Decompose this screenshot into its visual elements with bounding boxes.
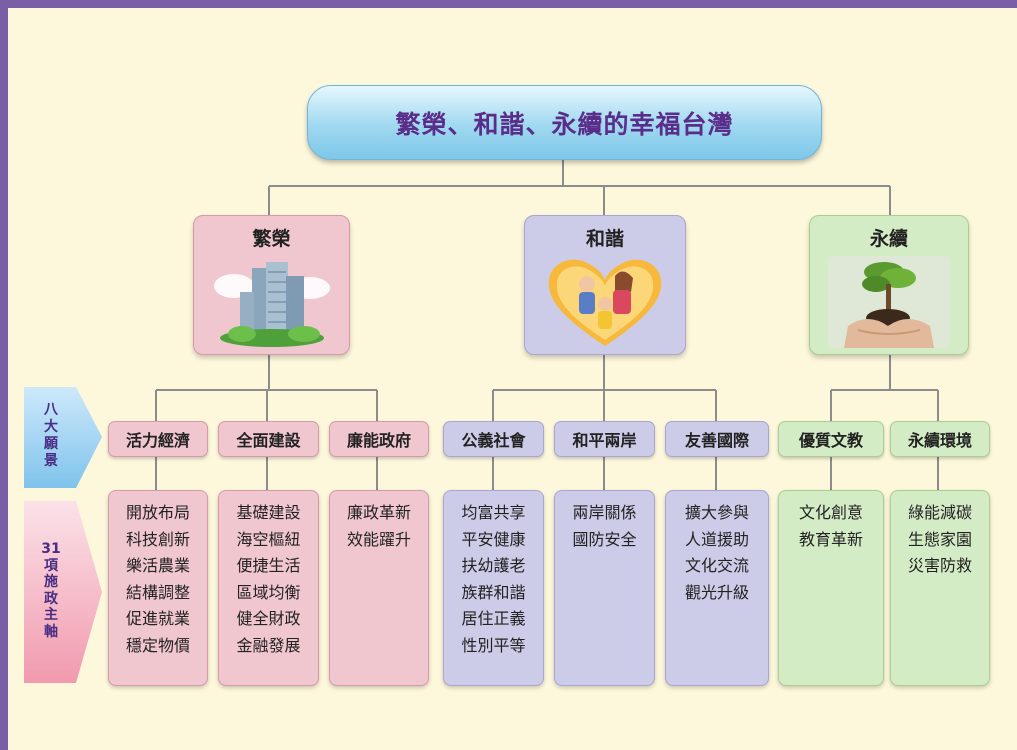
category-name: 公義社會 [461, 431, 526, 450]
policy-item: 效能躍升 [346, 529, 411, 549]
policy-item: 金融發展 [236, 635, 301, 655]
policy-item: 兩岸關係 [572, 503, 637, 522]
category-name: 和平兩岸 [572, 431, 637, 450]
policy-item: 區域均衡 [236, 582, 301, 602]
policy-item: 樂活農業 [125, 556, 190, 575]
root-title: 繁榮、和諧、永續的幸福台灣 [395, 109, 734, 139]
vision-title: 和諧 [585, 228, 624, 250]
policy-item: 開放布局 [125, 503, 190, 522]
policy-item: 性別平等 [461, 635, 526, 655]
category-name: 優質文教 [798, 431, 863, 450]
policy-item: 族群和諧 [461, 582, 526, 602]
category-name: 永續環境 [907, 431, 972, 450]
policy-column: 廉政革新 效能躍升 [329, 490, 429, 686]
policy-item: 生態家園 [907, 529, 972, 549]
policy-item: 災害防救 [907, 556, 972, 575]
policy-item: 結構調整 [125, 582, 190, 602]
policy-item: 海空樞紐 [236, 529, 301, 549]
hands-holding-tree-photo [828, 256, 950, 348]
category-header: 公義社會 [443, 421, 544, 457]
arrow-shape [24, 501, 102, 683]
policy-item: 便捷生活 [236, 556, 301, 575]
policy-item: 觀光升級 [684, 582, 749, 602]
policy-item: 文化創意 [798, 503, 863, 522]
policy-column: 開放布局 科技創新 樂活農業 結構調整 促進就業 穩定物價 [108, 490, 208, 686]
policy-item: 平安健康 [461, 529, 526, 549]
category-header: 永續環境 [890, 421, 990, 457]
vision-title: 繁榮 [252, 228, 291, 250]
category-header: 活力經濟 [108, 421, 208, 457]
policy-column: 均富共享 平安健康 扶幼護老 族群和諧 居住正義 性別平等 [443, 490, 544, 686]
side-char: 八 [44, 402, 58, 418]
policy-item: 廉政革新 [346, 503, 411, 522]
category-name: 全面建設 [236, 431, 301, 450]
side-char: 大 [44, 419, 58, 435]
side-char: 願 [44, 436, 58, 452]
side-char: 施 [44, 574, 58, 590]
arrow-shape [24, 387, 102, 488]
side-char: 項 [44, 557, 58, 574]
category-name: 友善國際 [684, 431, 749, 450]
policy-item: 穩定物價 [125, 635, 190, 655]
policy-column: 擴大參與 人道援助 文化交流 觀光升級 [665, 490, 769, 686]
policy-item: 國防安全 [572, 529, 637, 549]
city-buildings-illustration [212, 256, 331, 348]
category-name: 活力經濟 [125, 431, 190, 450]
policy-item: 基礎建設 [236, 503, 301, 522]
category-name: 廉能政府 [346, 431, 411, 450]
policy-item: 人道援助 [684, 529, 749, 549]
side-char: 景 [44, 453, 58, 469]
policy-item: 均富共享 [461, 503, 526, 522]
side-char: 政 [44, 590, 58, 607]
category-header: 廉能政府 [329, 421, 429, 457]
vision-title: 永續 [869, 228, 908, 250]
policy-item: 教育革新 [798, 529, 863, 549]
vision-card-sustainability: 永續 [809, 215, 969, 355]
policy-column: 基礎建設 海空樞紐 便捷生活 區域均衡 健全財政 金融發展 [218, 490, 319, 686]
policy-item: 健全財政 [236, 609, 301, 628]
policy-column: 綠能減碳 生態家園 災害防救 [890, 490, 990, 686]
category-header: 全面建設 [218, 421, 319, 457]
policy-item: 扶幼護老 [461, 556, 526, 575]
policy-column: 兩岸關係 國防安全 [554, 490, 655, 686]
policy-item: 文化交流 [684, 556, 749, 575]
policy-item: 擴大參與 [684, 503, 749, 522]
category-header: 優質文教 [778, 421, 884, 457]
thirty-one-axes-label: 31 項 施 政 主 軸 [24, 499, 110, 685]
policy-column: 文化創意 教育革新 [778, 490, 884, 686]
family-in-heart-illustration [543, 256, 667, 348]
side-char: 31 [41, 541, 61, 557]
side-char: 主 [44, 607, 58, 623]
root-title-box: 繁榮、和諧、永續的幸福台灣 [307, 85, 822, 160]
vision-card-harmony: 和諧 [524, 215, 686, 355]
side-char: 軸 [44, 623, 58, 640]
policy-item: 居住正義 [461, 609, 526, 628]
category-header: 和平兩岸 [554, 421, 655, 457]
policy-item: 綠能減碳 [907, 503, 972, 522]
policy-item: 科技創新 [125, 529, 190, 549]
vision-card-prosperity: 繁榮 [193, 215, 350, 355]
category-header: 友善國際 [665, 421, 769, 457]
policy-item: 促進就業 [125, 609, 190, 628]
eight-visions-label: 八 大 願 景 [24, 385, 110, 490]
